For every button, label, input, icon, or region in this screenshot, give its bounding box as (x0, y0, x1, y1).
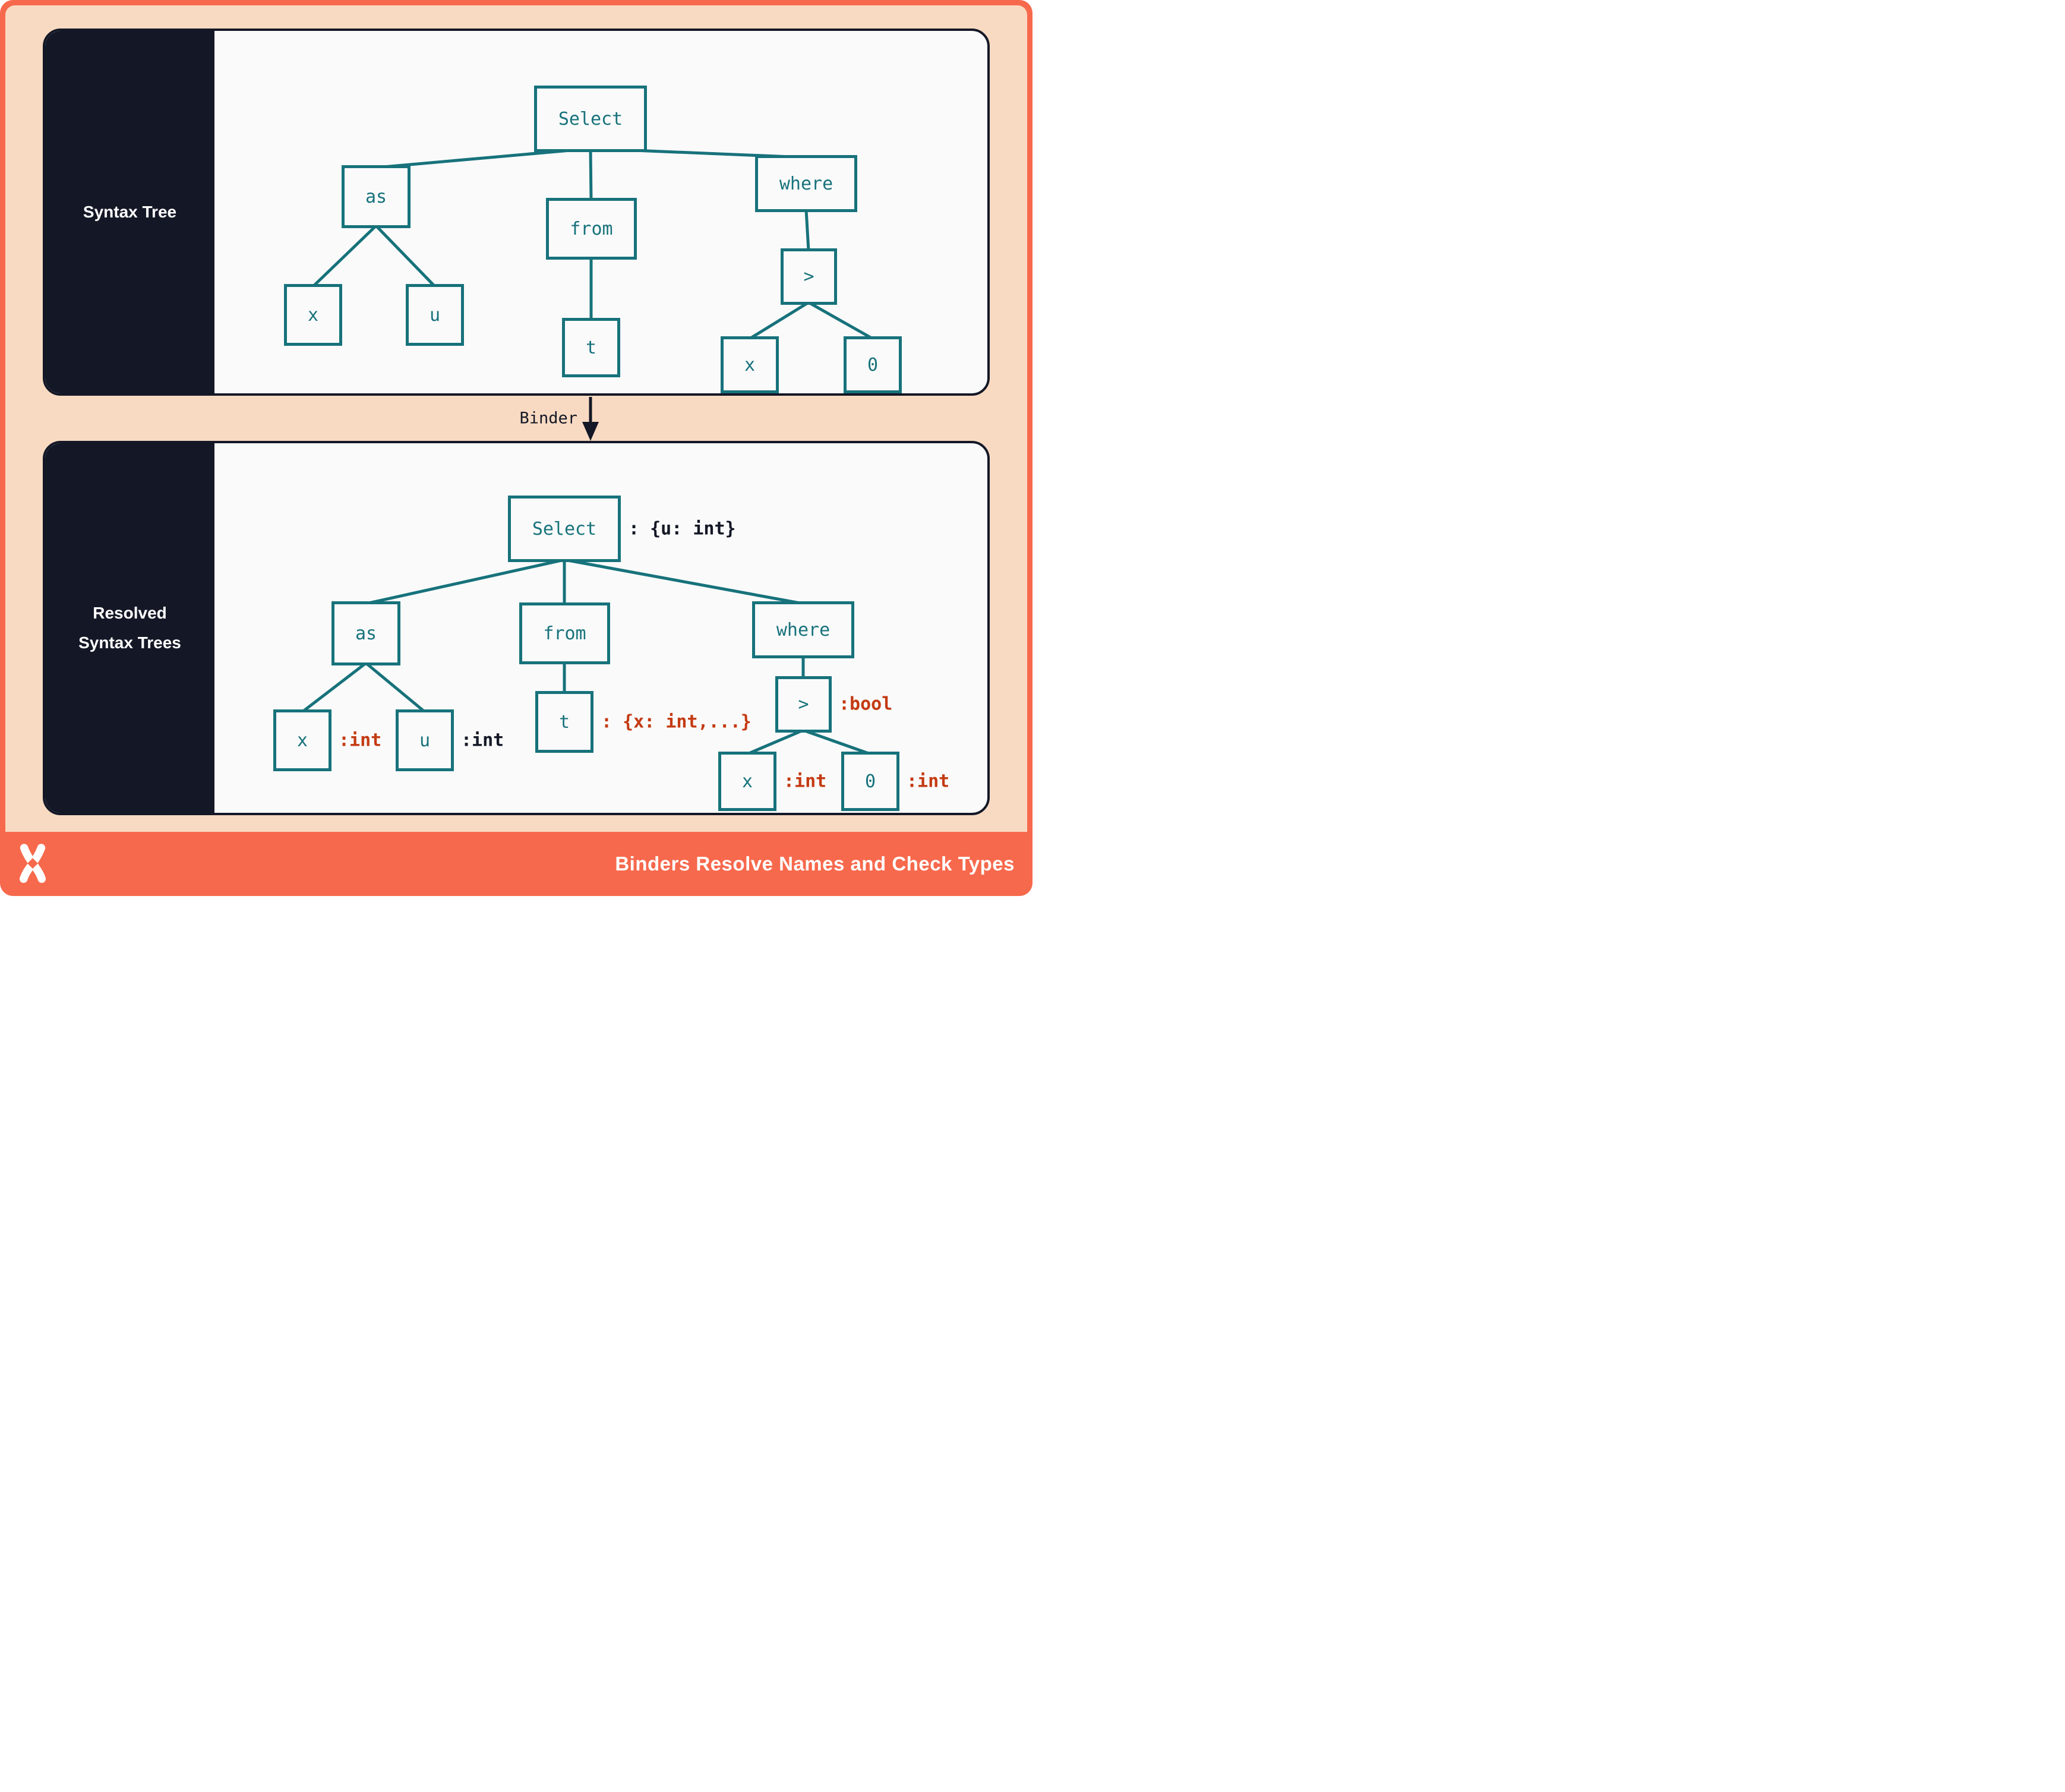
type-annotation-select: : {u: int} (629, 518, 736, 540)
resolved-node-x-alias: x (273, 709, 331, 771)
syntax-node-select: Select (534, 86, 647, 152)
type-annotation-t: : {x: int,...} (601, 711, 752, 733)
resolved-node-u: u (396, 709, 454, 771)
diagram-canvas: Syntax Tree Resolved Syntax Trees Select… (0, 0, 1032, 896)
resolved-node-greater-than: > (775, 676, 832, 733)
resolved-sidebar-label-line1: Resolved (93, 603, 167, 622)
resolved-node-zero: 0 (841, 752, 899, 811)
syntax-tree-sidebar-label: Syntax Tree (83, 202, 177, 221)
type-annotation-greater-than: :bool (839, 693, 893, 715)
footer-title: Binders Resolve Names and Check Types (615, 853, 1015, 875)
resolved-node-where: where (752, 601, 854, 658)
syntax-tree-sidebar: Syntax Tree (45, 31, 214, 393)
resolved-syntax-trees-sidebar: Resolved Syntax Trees (45, 443, 214, 813)
resolved-node-t: t (535, 691, 593, 753)
type-annotation-x-alias: :int (339, 730, 382, 751)
type-annotation-u: :int (461, 730, 504, 751)
resolved-node-x-operand: x (718, 752, 776, 811)
x-brand-logo-icon (19, 844, 46, 883)
syntax-node-zero: 0 (844, 336, 902, 393)
resolved-node-select: Select (508, 496, 621, 562)
resolved-node-from: from (519, 602, 610, 664)
syntax-node-x-alias: x (284, 284, 342, 346)
footer-bar: Binders Resolve Names and Check Types (0, 832, 1032, 896)
syntax-node-from: from (546, 198, 637, 260)
type-annotation-zero: :int (907, 771, 950, 792)
syntax-node-greater-than: > (781, 248, 837, 305)
syntax-node-x-operand: x (721, 336, 779, 393)
syntax-node-u: u (406, 284, 464, 346)
syntax-node-where: where (755, 155, 857, 212)
binder-label: Binder (519, 409, 577, 428)
resolved-node-as: as (331, 601, 400, 665)
resolved-sidebar-label-line2: Syntax Trees (78, 633, 181, 652)
type-annotation-x-operand: :int (784, 771, 827, 792)
syntax-node-t: t (562, 318, 620, 377)
syntax-node-as: as (342, 165, 411, 228)
